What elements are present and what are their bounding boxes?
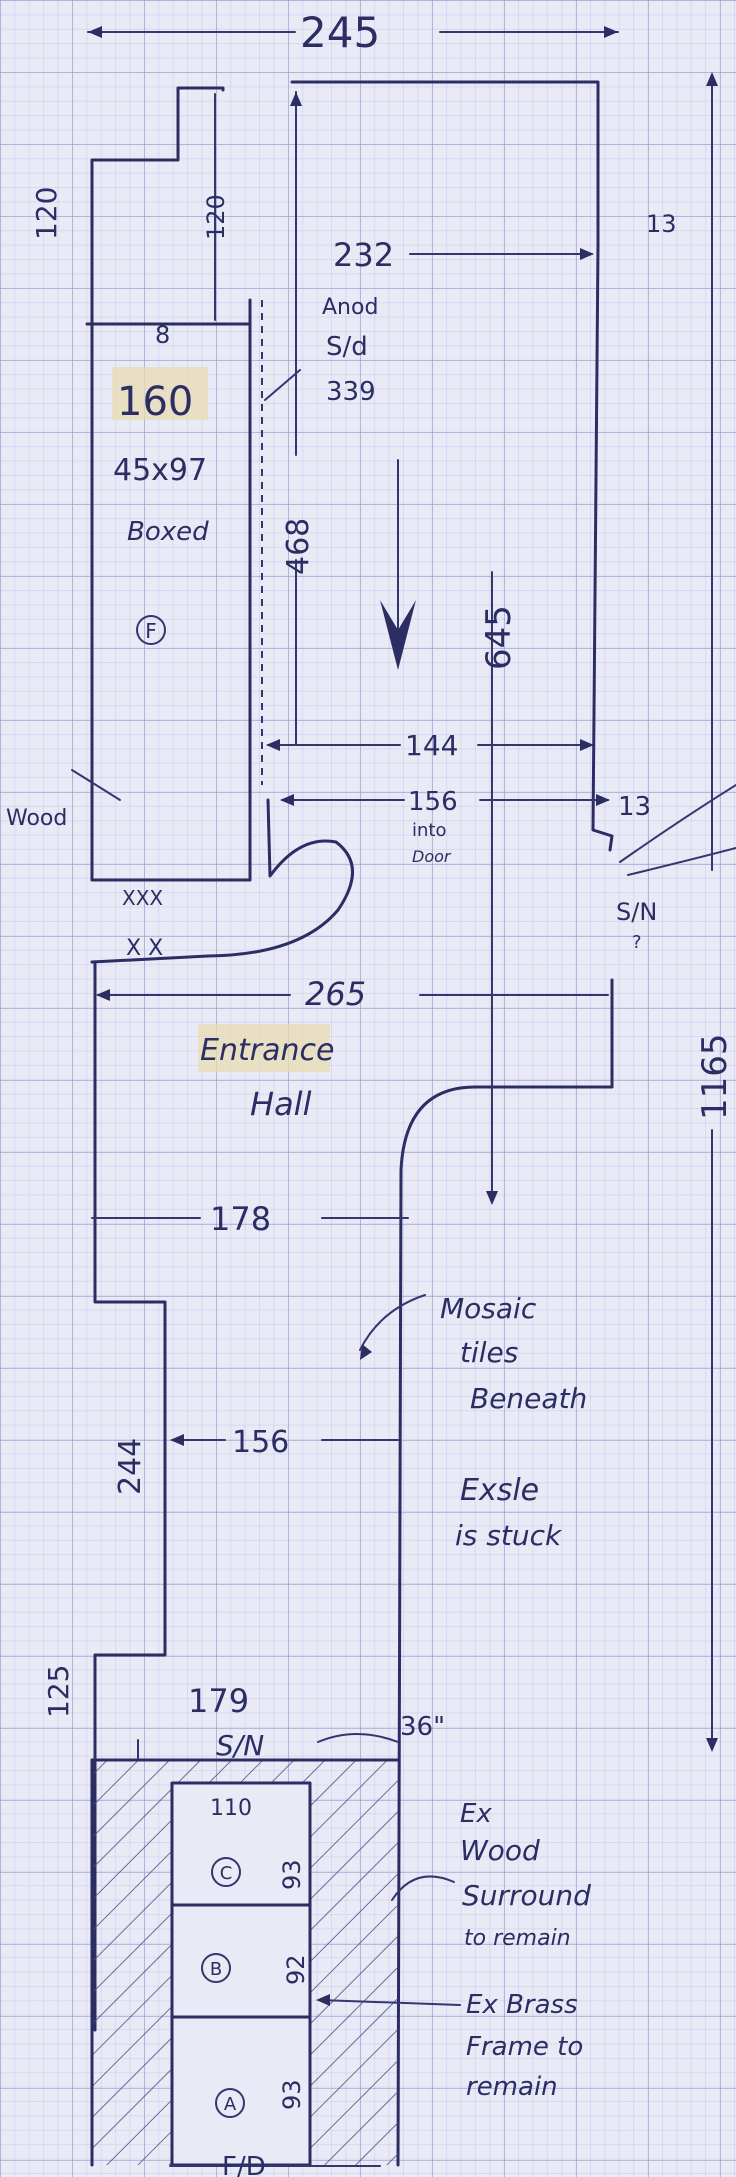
brass-label-3: remain	[466, 2072, 558, 2102]
sn-bay-label: S/N	[216, 1729, 264, 1762]
entrance-label: Entrance	[200, 1033, 334, 1068]
dim-645-label: 645	[479, 605, 519, 670]
hearth-a-label: 93	[278, 2079, 306, 2110]
mosaic-leader-head	[360, 1344, 372, 1360]
dim-156-recess	[170, 1434, 399, 1446]
into-door-note-2: Door	[412, 847, 452, 866]
dim-36-curve	[317, 1733, 399, 1743]
dim-265-label: 265	[305, 975, 366, 1013]
dim-1165-line	[706, 72, 718, 1752]
hatched-bay	[90, 1758, 400, 2167]
boxed-length-label: 160	[117, 379, 193, 425]
sn-right-label-1: S/N	[616, 898, 657, 926]
dim-468-line	[290, 91, 302, 746]
dim-156-recess-label: 156	[232, 1425, 289, 1460]
wood-leader	[71, 769, 121, 801]
wood-surround-label-2: Wood	[460, 1834, 540, 1867]
boxed-highlight	[112, 367, 208, 420]
anod-label-3: 339	[326, 377, 376, 407]
dim-179-label: 179	[188, 1682, 249, 1720]
anod-label-2: S/d	[326, 332, 368, 362]
dim-overall-width	[87, 26, 619, 38]
circle-b	[201, 1953, 231, 1983]
dim-156-door	[280, 794, 610, 806]
dim-13-mid-label: 13	[618, 792, 651, 822]
dim-overall-width-label: 245	[300, 8, 380, 57]
circle-b-label: B	[210, 1959, 222, 1980]
exsle-label-1: Exsle	[460, 1473, 539, 1508]
entrance-hall-highlight	[198, 1024, 330, 1072]
brass-leader	[319, 1999, 461, 2006]
xxx-label: XXX	[122, 886, 163, 910]
dim-144	[266, 739, 594, 751]
dim-468-label: 468	[281, 518, 316, 575]
dim-178-label: 178	[210, 1200, 271, 1238]
hall-left-wall	[93, 960, 167, 2032]
dim-110-label: 110	[210, 1796, 252, 1821]
hearth-c-label: 93	[278, 1859, 306, 1890]
hall-right-wall	[396, 978, 614, 2167]
brass-label-1: Ex Brass	[466, 1990, 578, 2020]
right-leader-2	[627, 847, 736, 876]
dim-1165-label: 1165	[695, 1033, 735, 1120]
dim-232-label: 232	[333, 236, 394, 274]
dim-232	[409, 248, 594, 260]
mosaic-label-1: Mosaic	[440, 1292, 537, 1325]
fd-label: F/D	[222, 2152, 266, 2177]
wood-label: Wood	[6, 806, 67, 831]
circle-a	[215, 2088, 245, 2118]
hearth-b-label: 92	[282, 1954, 310, 1985]
wood-surround-label-3: Surround	[462, 1879, 591, 1912]
dim-144-label: 144	[405, 729, 458, 762]
circle-c-label: C	[220, 1863, 233, 1884]
hall-label: Hall	[250, 1085, 312, 1123]
anod-leader	[264, 369, 301, 401]
mosaic-label-3: Beneath	[470, 1382, 587, 1415]
boxed-section-label: 45x97	[113, 453, 207, 488]
dim-36-label: 36"	[400, 1712, 445, 1742]
door-swing-wall	[90, 798, 354, 964]
dim-125-label: 125	[42, 1665, 75, 1718]
dim-13-top-label: 13	[646, 210, 677, 238]
brass-leader-head	[316, 1994, 330, 2006]
circle-f	[136, 615, 166, 645]
wood-surround-label-1: Ex	[460, 1799, 492, 1829]
dim-120-left-label: 120	[30, 187, 63, 240]
wood-surround-leader	[391, 1875, 455, 1901]
anod-label-1: Anod	[322, 295, 378, 320]
wood-surround-label-4: to remain	[464, 1926, 571, 1951]
exsle-label-2: is stuck	[455, 1519, 563, 1552]
dim-244-label: 244	[113, 1438, 148, 1495]
into-door-note-1: into	[412, 820, 446, 841]
left-upper-wall	[90, 86, 252, 882]
sn-right-label-2: ?	[632, 932, 642, 953]
dim-645-line	[486, 571, 498, 1205]
circle-c	[211, 1857, 241, 1887]
corridor-right-wall	[290, 80, 614, 852]
dim-8-label: 8	[155, 321, 170, 349]
circle-f-label: F	[145, 619, 157, 643]
brass-label-2: Frame to	[466, 2032, 583, 2062]
mosaic-label-2: tiles	[460, 1336, 518, 1369]
right-leader-1	[619, 784, 736, 863]
xx-label: X X	[126, 936, 163, 961]
dim-120-inner-label: 120	[202, 194, 230, 240]
dim-265	[96, 989, 609, 1001]
dim-156-door-label: 156	[408, 787, 458, 817]
mosaic-leader	[359, 1294, 426, 1351]
stair-arrow	[380, 459, 416, 670]
circle-a-label: A	[224, 2094, 237, 2115]
boxed-note-label: Boxed	[127, 517, 209, 547]
